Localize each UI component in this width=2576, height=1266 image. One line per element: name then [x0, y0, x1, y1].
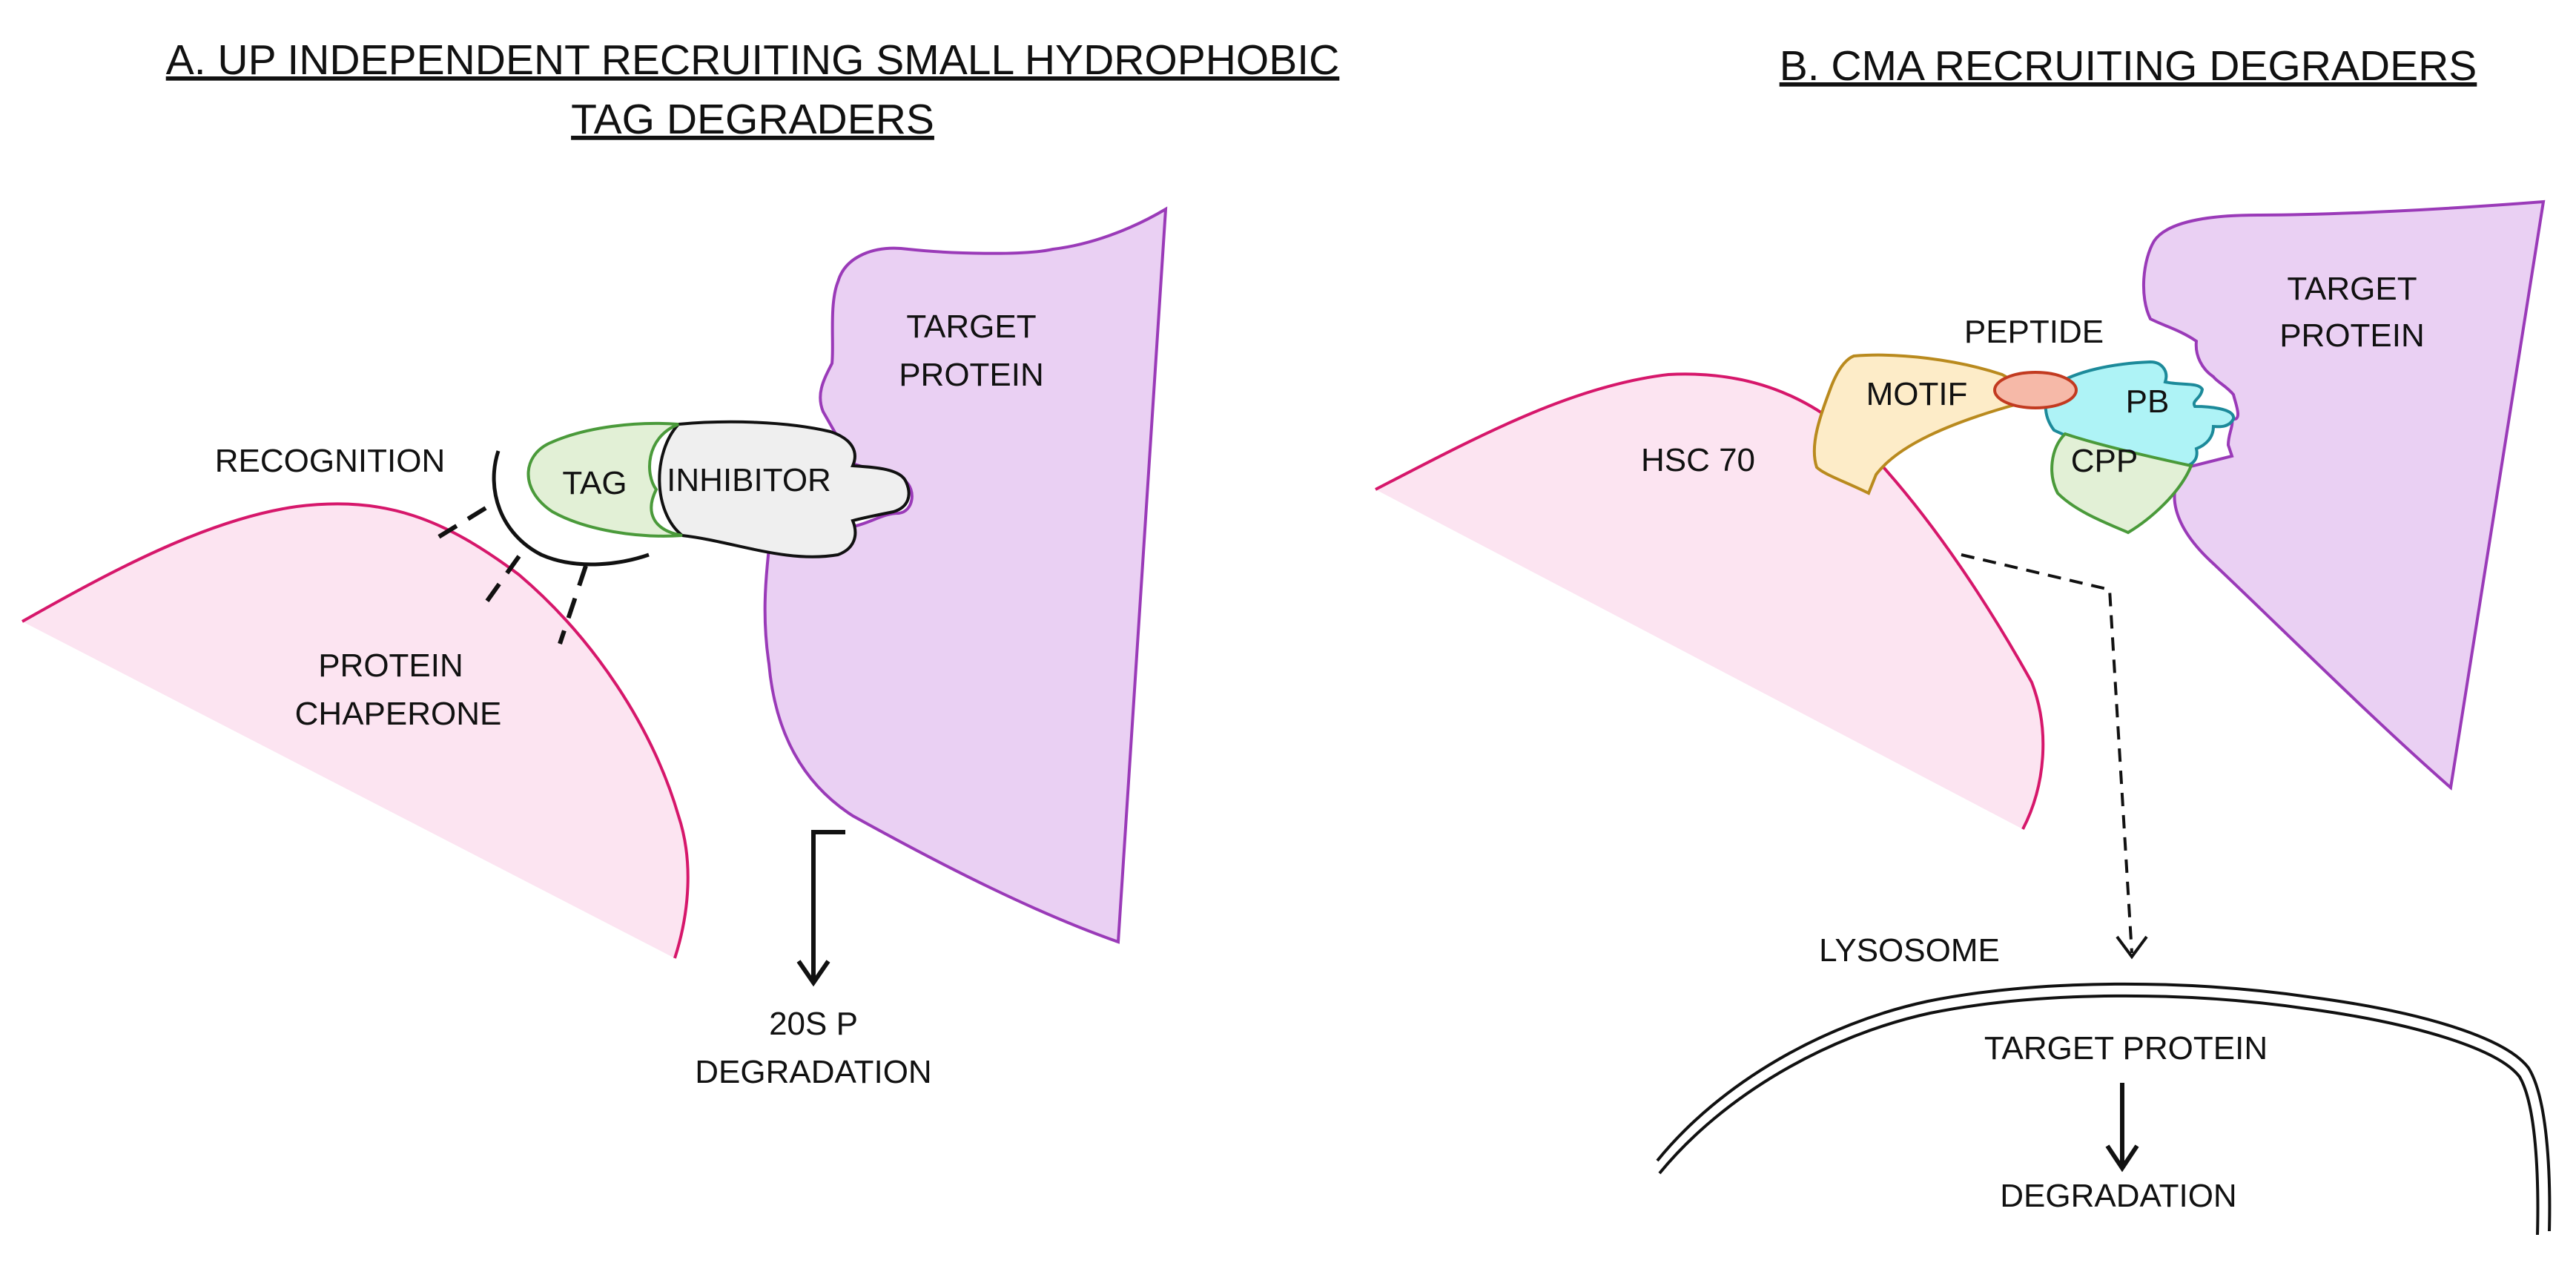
panel-a-degradation-label-1: 20S P: [769, 1006, 858, 1042]
panel-b-target-protein-label-1: TARGET: [2287, 271, 2417, 307]
panel-b-lysosome-dashed-arrow: [1961, 553, 2133, 954]
panel-a-recognition-dash-1: [432, 506, 487, 542]
panel-b-pb-label: PB: [2126, 383, 2170, 420]
panel-a-degradation-arrow: [811, 830, 845, 979]
panel-a-protein-chaperone-shape: [22, 504, 688, 958]
panel-a-tag-shape: [526, 421, 683, 538]
panel-b-cpp-shape: [2050, 432, 2193, 535]
panel-b-lysosome-label: LYSOSOME: [1819, 932, 2000, 969]
panel-a-recognition-arc: [492, 450, 650, 567]
panel-a-tag-label: TAG: [562, 465, 627, 501]
panel-a-degradation-label-2: DEGRADATION: [695, 1054, 931, 1090]
panel-a-inhibitor-shape: [658, 420, 911, 558]
panel-b-cpp-label: CPP: [2071, 443, 2138, 479]
panel-a-inhibitor-label: INHIBITOR: [667, 462, 831, 498]
panel-b-target-protein-label-2: PROTEIN: [2279, 317, 2425, 354]
panel-a-target-protein-label-2: PROTEIN: [899, 357, 1044, 393]
panel-a-recognition-label: RECOGNITION: [215, 443, 445, 479]
panel-a-title-line1: A. UP INDEPENDENT RECRUITING SMALL HYDRO…: [166, 36, 1340, 84]
panel-b: B. CMA RECRUITING DEGRADERS TARGET PROTE…: [1375, 42, 2552, 1236]
panel-b-motif-label: MOTIF: [1866, 376, 1968, 412]
panel-b-peptide-shape: [1993, 371, 2078, 409]
panel-a-recognition-dash-2: [480, 555, 521, 610]
panel-b-lysosome-arrowhead: [2116, 935, 2148, 960]
panel-a-target-protein-label-1: TARGET: [906, 309, 1036, 345]
panel-b-lysosome-degradation-arrowhead: [2105, 1144, 2139, 1173]
panel-a: A. UP INDEPENDENT RECRUITING SMALL HYDRO…: [22, 36, 1339, 1090]
panel-b-target-protein-shape: [2142, 200, 2546, 791]
panel-b-lysosome-degradation-label: DEGRADATION: [2000, 1178, 2236, 1214]
panel-b-motif-shape: [1812, 353, 2020, 495]
panel-b-lysosome-target-label: TARGET PROTEIN: [1984, 1030, 2268, 1066]
panel-b-lysosome-membrane-outer: [1656, 982, 2552, 1232]
panel-b-hsc70-shape: [1375, 374, 2044, 829]
panel-b-title: B. CMA RECRUITING DEGRADERS: [1780, 42, 2477, 90]
panel-a-chaperone-label-2: CHAPERONE: [295, 696, 502, 732]
panel-a-chaperone-label-1: PROTEIN: [318, 647, 463, 684]
panel-a-recognition-dash-3: [558, 565, 588, 644]
panel-a-title-line2: TAG DEGRADERS: [571, 96, 934, 143]
panel-b-lysosome-membrane-inner: [1658, 994, 2540, 1236]
panel-a-degradation-arrowhead: [796, 960, 830, 987]
panel-b-peptide-label: PEPTIDE: [1964, 314, 2104, 350]
panel-b-hsc70-label: HSC 70: [1641, 442, 1755, 478]
panel-a-protein-chaperone-edge: [22, 502, 690, 959]
